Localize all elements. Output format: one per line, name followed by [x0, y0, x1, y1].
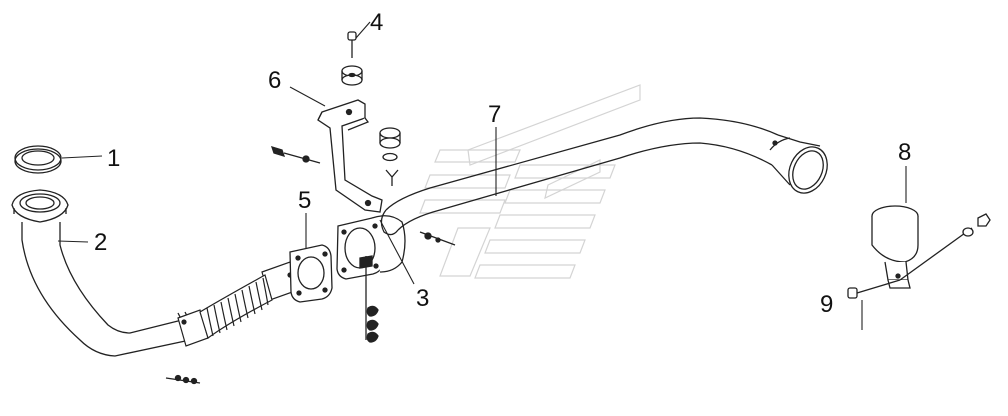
callout-9: 9	[820, 291, 833, 318]
callout-7: 7	[488, 101, 501, 128]
callout-5: 5	[298, 187, 311, 214]
callout-4: 4	[370, 9, 383, 36]
tailpipe-part-7	[381, 118, 834, 235]
muffler-flange-part-3	[337, 216, 455, 342]
square-gasket-part-5	[290, 245, 332, 302]
strap-clamp-part-8	[872, 206, 918, 288]
mounting-bracket-part-6	[272, 100, 382, 212]
callout-8: 8	[898, 139, 911, 166]
callout-2: 2	[94, 229, 107, 256]
callout-6: 6	[268, 67, 281, 94]
callout-3: 3	[416, 285, 429, 312]
callout-1: 1	[107, 145, 120, 172]
leader-lines	[57, 21, 907, 330]
gasket-ring-part-1	[15, 146, 61, 173]
bolt-washer-nut-part-9	[848, 214, 990, 298]
bolt-with-rubber-mounts-part-4	[342, 32, 400, 186]
exhaust-elbow-pipe-part-2	[12, 190, 200, 384]
